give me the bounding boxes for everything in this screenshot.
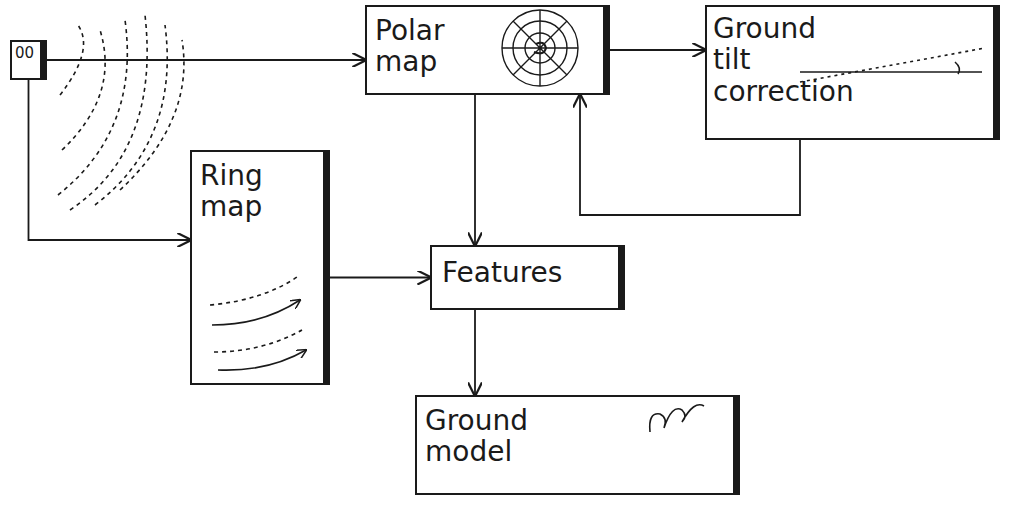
box-label: Ring map [200, 160, 263, 223]
polar-grid [502, 10, 578, 86]
sonar-waves [58, 15, 184, 210]
process-box: Polar map [365, 5, 610, 95]
arrow-connector [330, 277, 430, 279]
box-label: Ground tilt correction [713, 13, 854, 107]
box-label: Polar map [375, 15, 444, 78]
process-box: Ground tilt correction [705, 5, 1000, 140]
arrow-connector [47, 59, 365, 61]
process-box: Ring map [190, 150, 330, 385]
arrow-connector [580, 95, 800, 215]
ring-arrows [210, 275, 306, 370]
arrow-connector [29, 80, 191, 240]
box-label: Ground model [425, 405, 528, 468]
arrow-connector [474, 310, 476, 395]
terrain-squiggle [650, 405, 704, 432]
process-box: Ground model [415, 395, 740, 495]
sensor-label: 00 [15, 45, 34, 62]
sensor-box: 00 [10, 40, 47, 80]
process-box: Features [430, 245, 625, 310]
box-label: Features [442, 257, 562, 288]
arrow-connector [610, 49, 705, 51]
arrow-connector [474, 95, 476, 245]
